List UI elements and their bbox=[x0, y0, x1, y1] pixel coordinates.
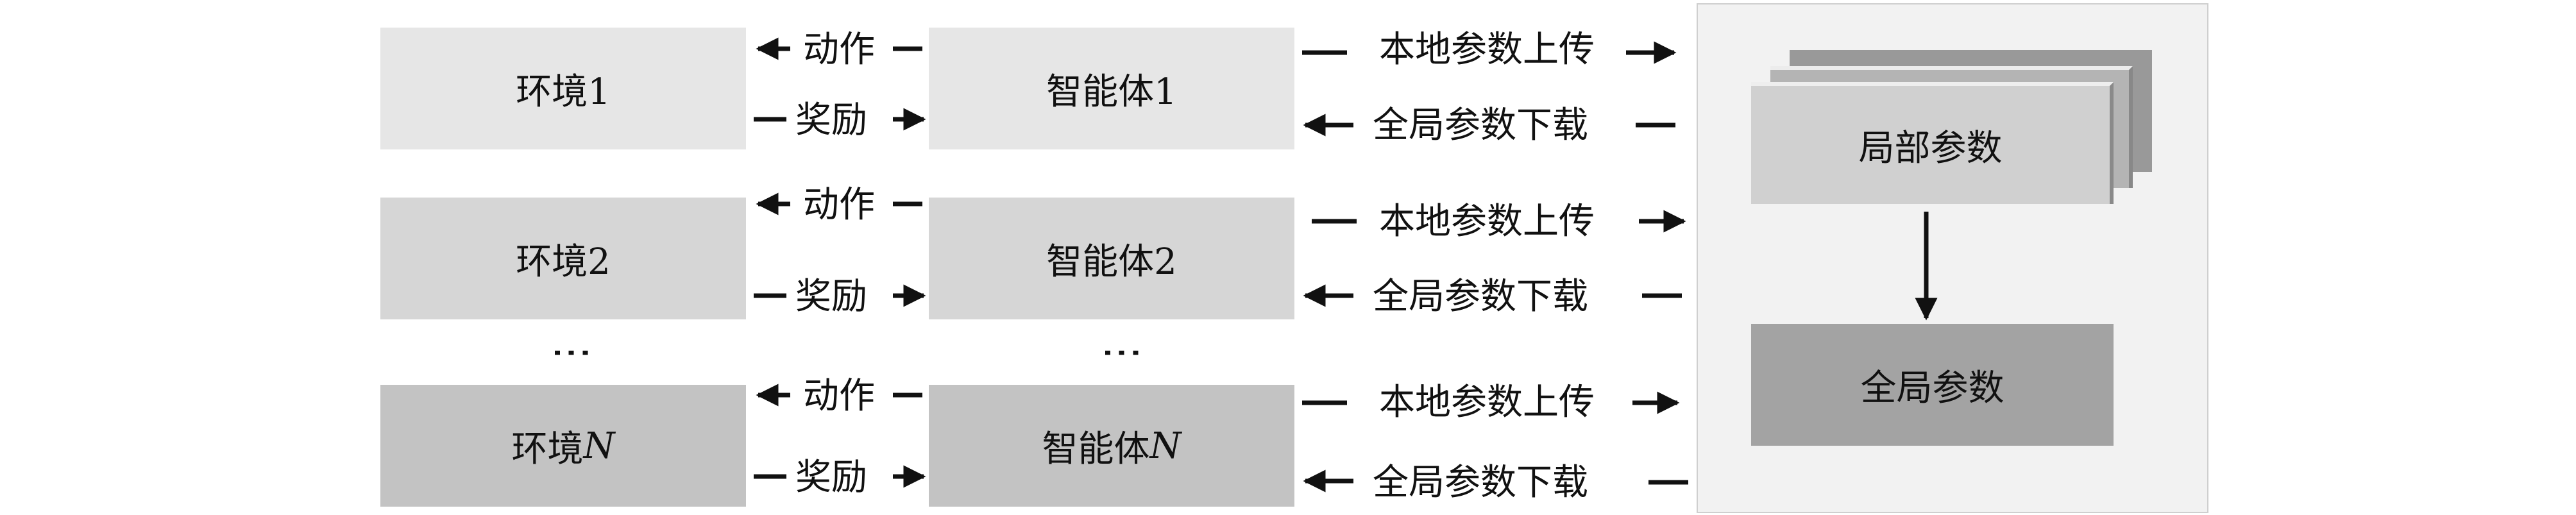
action-label-1: 动作 bbox=[803, 29, 875, 71]
action-label-2: 动作 bbox=[803, 184, 875, 226]
environment-2-box: 环境2 bbox=[380, 198, 746, 319]
agent-n-label-suffix: N bbox=[1149, 425, 1182, 467]
action-label-n: 动作 bbox=[803, 375, 875, 417]
upload-label-1: 本地参数上传 bbox=[1379, 29, 1595, 71]
download-label-n: 全局参数下载 bbox=[1373, 462, 1588, 503]
environment-n-label-suffix: N bbox=[583, 425, 615, 467]
ellipsis-agents: ⋮ bbox=[1099, 332, 1146, 368]
local-params-box: 局部参数 bbox=[1751, 82, 2114, 204]
agent-n-label-prefix: 智能体 bbox=[1042, 428, 1150, 470]
local-params-label: 局部参数 bbox=[1858, 127, 2003, 169]
agent-2-label: 智能体2 bbox=[1046, 241, 1177, 283]
download-label-1: 全局参数下载 bbox=[1373, 105, 1588, 146]
agent-2-box: 智能体2 bbox=[929, 198, 1294, 319]
upload-label-2: 本地参数上传 bbox=[1379, 201, 1595, 242]
reward-label-n: 奖励 bbox=[795, 457, 867, 498]
reward-label-1: 奖励 bbox=[795, 99, 867, 141]
global-params-box: 全局参数 bbox=[1751, 324, 2114, 446]
environment-n-label-prefix: 环境 bbox=[511, 428, 584, 470]
ellipsis-environments: ⋮ bbox=[548, 332, 596, 368]
agent-1-box: 智能体1 bbox=[929, 28, 1294, 149]
environment-1-box: 环境1 bbox=[380, 28, 746, 149]
upload-label-n: 本地参数上传 bbox=[1379, 382, 1595, 423]
environment-2-label: 环境2 bbox=[516, 241, 611, 283]
environment-1-label: 环境1 bbox=[516, 71, 611, 113]
agent-1-label: 智能体1 bbox=[1046, 71, 1177, 113]
download-label-2: 全局参数下载 bbox=[1373, 276, 1588, 317]
reward-label-2: 奖励 bbox=[795, 276, 867, 317]
global-params-label: 全局参数 bbox=[1860, 367, 2004, 409]
